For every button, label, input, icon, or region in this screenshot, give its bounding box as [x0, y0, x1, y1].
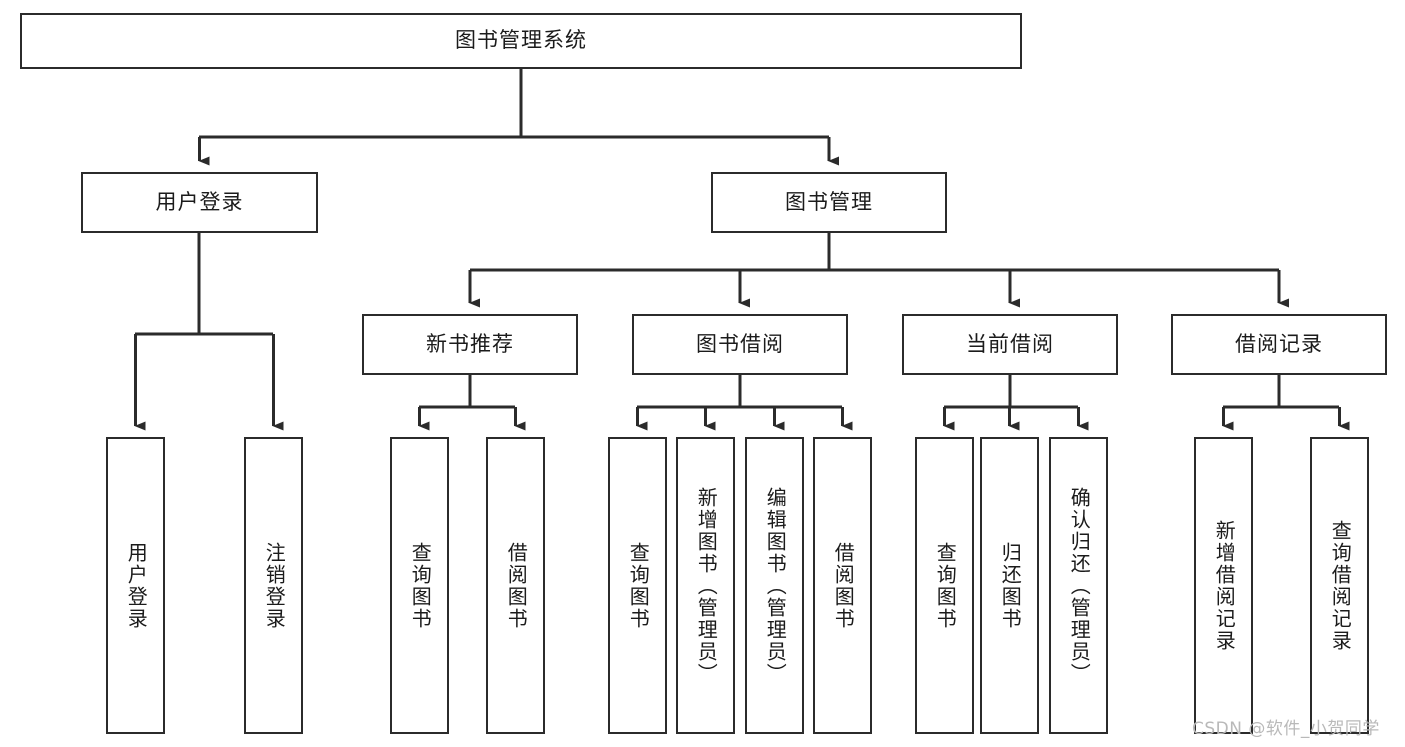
node-leaf-add-book[interactable]: 新增图书（管理员）	[676, 437, 735, 734]
node-leaf-add-borrow-record-label: 新增借阅记录	[1212, 519, 1237, 652]
node-leaf-add-book-label: 新增图书（管理员）	[694, 486, 719, 685]
node-leaf-query-book-current[interactable]: 查询图书	[915, 437, 974, 734]
node-leaf-add-borrow-record[interactable]: 新增借阅记录	[1194, 437, 1253, 734]
node-new-book-recommend-label: 新书推荐	[426, 331, 514, 356]
node-leaf-query-book-borrow-label: 查询图书	[626, 541, 651, 630]
node-current-borrow[interactable]: 当前借阅	[902, 314, 1118, 375]
node-leaf-edit-book-label: 编辑图书（管理员）	[763, 486, 788, 685]
node-leaf-logout[interactable]: 注销登录	[244, 437, 303, 734]
node-user-login-label: 用户登录	[155, 189, 244, 214]
node-borrow-record[interactable]: 借阅记录	[1171, 314, 1387, 375]
node-leaf-borrow-book[interactable]: 借阅图书	[813, 437, 872, 734]
node-leaf-edit-book[interactable]: 编辑图书（管理员）	[745, 437, 804, 734]
node-leaf-borrow-book-recommend-label: 借阅图书	[504, 541, 529, 630]
node-leaf-query-borrow-record-label: 查询借阅记录	[1328, 519, 1353, 652]
node-book-manage[interactable]: 图书管理	[711, 172, 947, 233]
node-leaf-borrow-book-label: 借阅图书	[831, 541, 856, 630]
node-current-borrow-label: 当前借阅	[966, 331, 1054, 356]
node-leaf-return-book-label: 归还图书	[998, 541, 1023, 630]
node-leaf-user-login[interactable]: 用户登录	[106, 437, 165, 734]
node-leaf-query-book-recommend-label: 查询图书	[408, 541, 433, 630]
node-leaf-logout-label: 注销登录	[262, 541, 287, 630]
node-leaf-return-book[interactable]: 归还图书	[980, 437, 1039, 734]
node-root-label: 图书管理系统	[455, 28, 587, 53]
node-leaf-query-book-recommend[interactable]: 查询图书	[390, 437, 449, 734]
node-leaf-borrow-book-recommend[interactable]: 借阅图书	[486, 437, 545, 734]
node-leaf-confirm-return[interactable]: 确认归还（管理员）	[1049, 437, 1108, 734]
node-leaf-user-login-label: 用户登录	[124, 541, 149, 630]
node-book-borrow-label: 图书借阅	[696, 331, 784, 356]
node-leaf-query-borrow-record[interactable]: 查询借阅记录	[1310, 437, 1369, 734]
node-book-manage-label: 图书管理	[785, 189, 873, 214]
node-leaf-confirm-return-label: 确认归还（管理员）	[1067, 486, 1092, 685]
node-leaf-query-book-current-label: 查询图书	[933, 541, 958, 630]
node-user-login[interactable]: 用户登录	[81, 172, 318, 233]
node-book-borrow[interactable]: 图书借阅	[632, 314, 848, 375]
node-new-book-recommend[interactable]: 新书推荐	[362, 314, 578, 375]
csdn-watermark: CSDN @软件_小贺同学	[1192, 719, 1380, 739]
node-borrow-record-label: 借阅记录	[1235, 331, 1323, 356]
node-leaf-query-book-borrow[interactable]: 查询图书	[608, 437, 667, 734]
node-root[interactable]: 图书管理系统	[20, 13, 1022, 69]
